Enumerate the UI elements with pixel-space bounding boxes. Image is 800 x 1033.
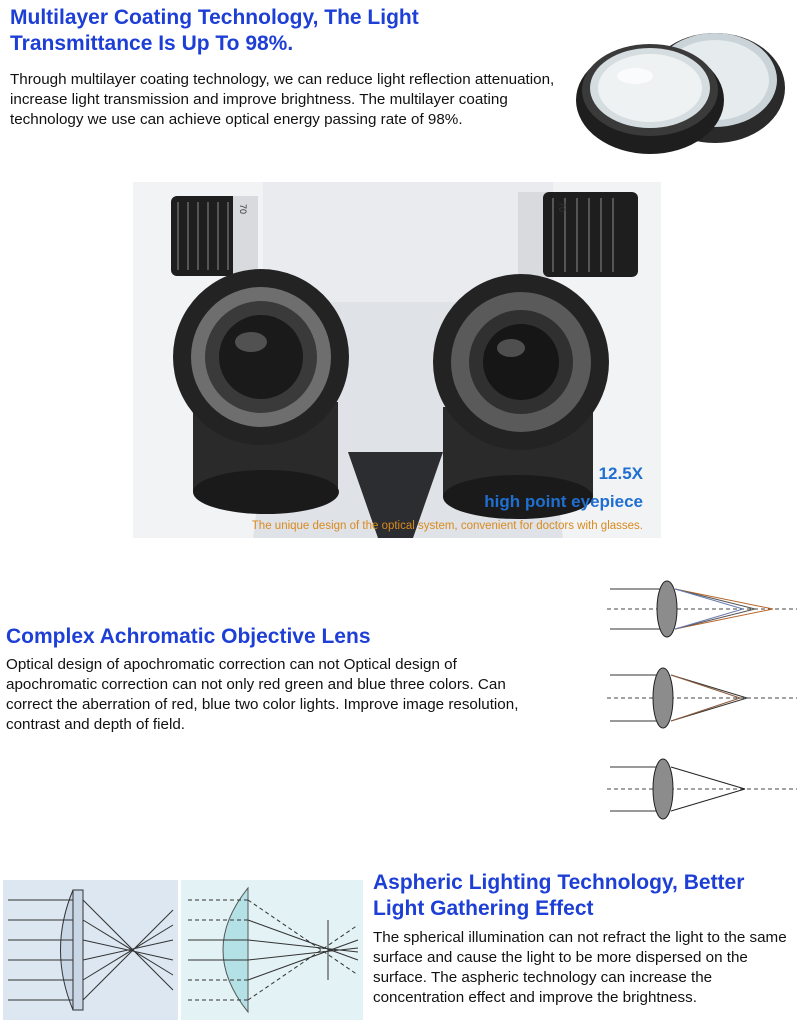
dial-mark-right: 70 — [557, 201, 568, 213]
aspheric-heading: Aspheric Lighting Technology, Better Lig… — [373, 871, 745, 920]
dial-mark-left: 70 — [238, 203, 249, 215]
aspheric-description: The spherical illumination can not refra… — [373, 929, 787, 1006]
lens-diagram-dispersion — [607, 580, 797, 638]
aspheric-lighting-diagram — [3, 880, 363, 1020]
eyepiece-magnification: 12.5X — [598, 464, 643, 483]
lens-diagram-corrected — [607, 758, 797, 820]
achromatic-lens-diagrams — [607, 580, 797, 820]
coated-lens-rings-image — [576, 33, 785, 154]
achromatic-heading: Complex Achromatic Objective Lens — [6, 625, 371, 648]
binocular-eyepiece-illustration — [171, 182, 638, 538]
coating-heading: Multilayer Coating Technology, The Light… — [10, 6, 419, 55]
coating-description: Through multilayer coating technology, w… — [10, 71, 555, 128]
lens-diagram-two-color — [607, 667, 797, 729]
eyepiece-caption: The unique design of the optical system,… — [251, 520, 643, 532]
eyepiece-name: high point eyepiece — [484, 492, 643, 511]
eyepiece-photo: 70 70 12.5X high point eyepiece The uniq… — [133, 182, 661, 538]
achromatic-description: Optical design of apochromatic correctio… — [6, 656, 519, 733]
